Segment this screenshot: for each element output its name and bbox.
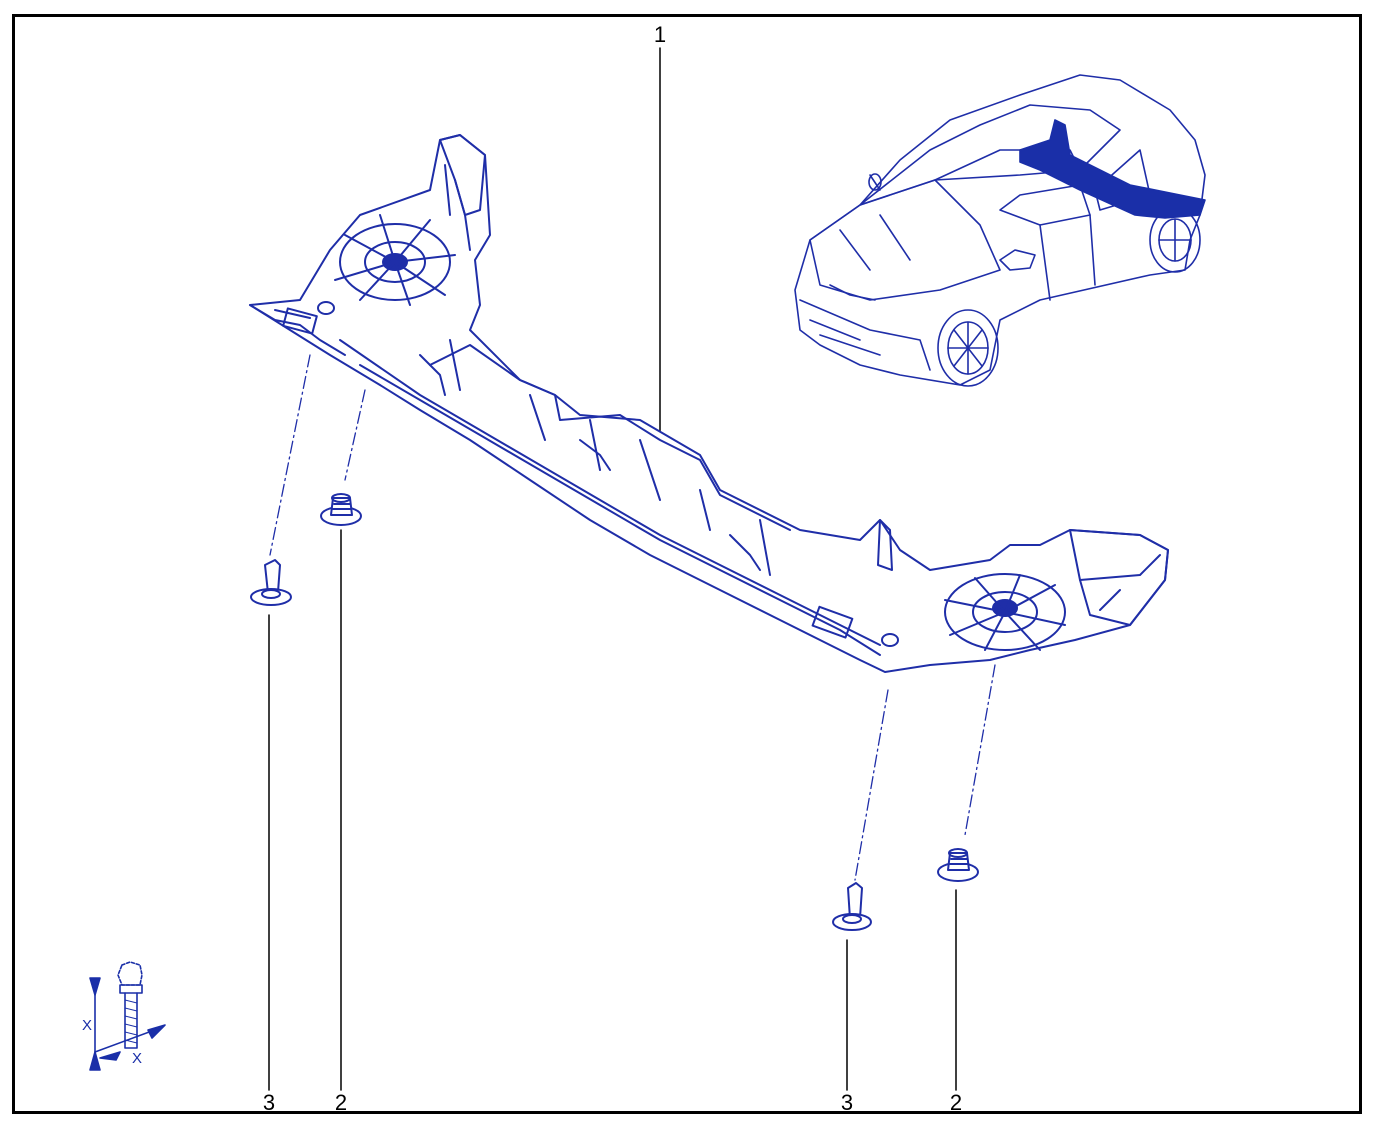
callout-label-3-left: 3: [262, 1090, 276, 1115]
callout-leaders: [268, 529, 957, 1091]
callout-label-2-left: 2: [334, 1090, 348, 1115]
alignment-lines: [269, 354, 996, 881]
vehicle-location-thumbnail: [794, 74, 1206, 387]
nut-insert-left: [320, 493, 362, 526]
dimension-label-horizontal: X: [132, 1050, 143, 1067]
diagram-frame: [12, 14, 1362, 1114]
push-rivet-right: [832, 882, 872, 931]
callout-label-2-right: 2: [949, 1090, 963, 1115]
bracket-part-1: [249, 134, 1169, 673]
nut-insert-right: [937, 848, 979, 882]
callout-label-3-right: 3: [840, 1090, 854, 1115]
dimension-label-vertical: X: [82, 1017, 93, 1034]
bolt-torque-icon: [89, 961, 166, 1071]
callout-label-1: 1: [653, 22, 667, 47]
push-rivet-left: [250, 559, 292, 606]
